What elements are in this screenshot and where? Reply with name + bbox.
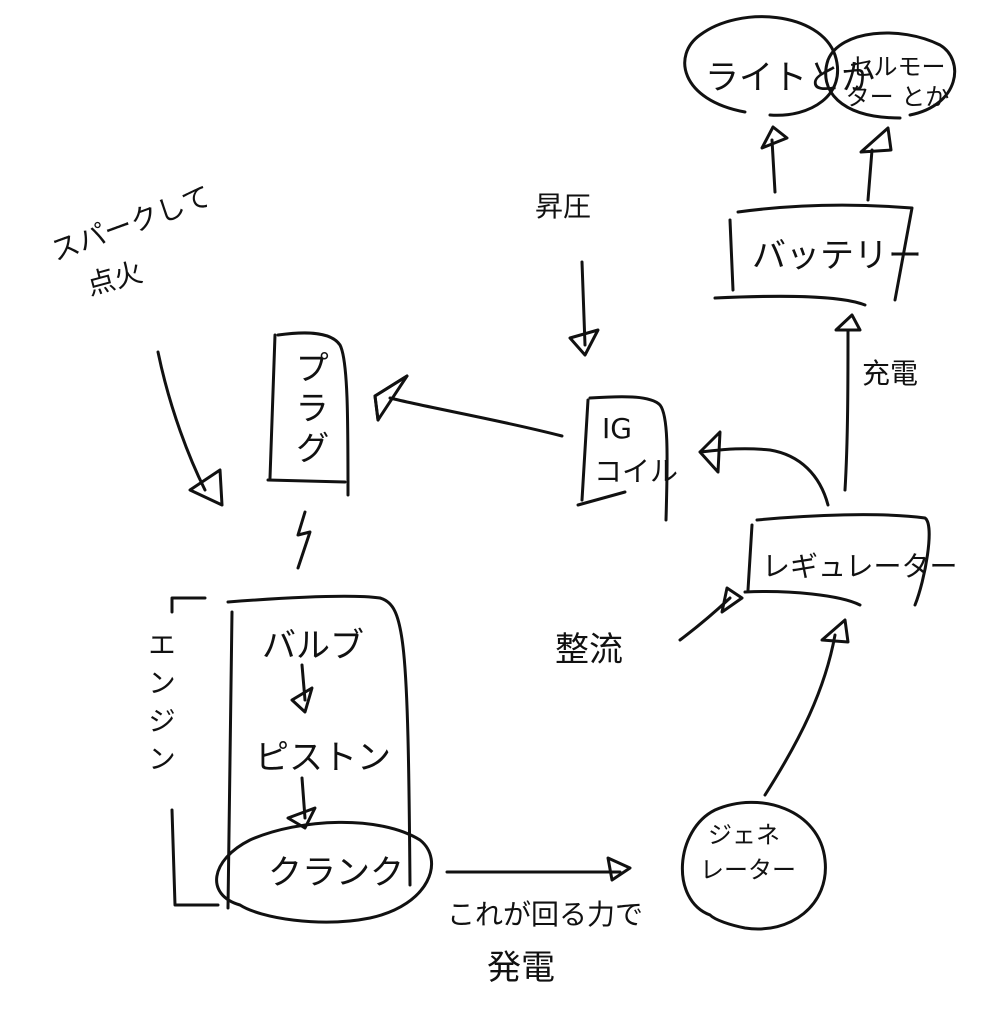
arrow-regulator-to-battery [834,313,862,492]
spark-icon [296,510,312,570]
arrow-piston-to-crank [286,776,317,830]
node-plug: プラグ [289,350,329,470]
arrowhead-plug [373,374,409,422]
starter-motor-ellipse [824,31,957,120]
arrow-valve-to-piston [290,663,314,714]
engine-box [226,594,412,910]
arrow-battery-to-lights [760,125,789,194]
arrow-coil-to-plug [373,374,564,438]
node-starter-motor: セルモーター とか [845,53,950,111]
generator-circle [680,800,827,931]
label-rotation-line2: 発電 [487,948,555,988]
node-valve: バルブ [262,626,364,666]
node-piston: ピストン [255,738,391,778]
label-engine: エンジン [144,630,177,782]
node-lights: ライトとか [705,58,875,98]
arrow-battery-to-starter [859,126,893,202]
arrow-boost-to-coil [568,260,600,357]
arrow-spark-to-engine [156,350,224,507]
node-ig-coil-line2: コイル [594,455,679,488]
battery-box [713,203,914,307]
label-rectify: 整流 [555,630,623,670]
arrow-rectify-to-regulator [678,586,744,642]
crank-ellipse [215,820,433,924]
node-crank: クランク [268,853,404,893]
engine-bracket [170,596,220,907]
arrow-generator-to-regulator [763,618,850,797]
regulator-box [743,513,931,607]
node-generator-line1: ジェネ [708,821,780,849]
node-generator-line2: レーター [700,856,796,884]
ig-coil-box [576,395,669,522]
plug-box [266,331,350,497]
label-boost: 昇圧 [535,190,592,223]
label-rotation-line1: これが回る力で [447,898,644,931]
node-regulator: レギュレーター [762,550,958,583]
arrow-regulator-to-coil [698,430,830,507]
node-ig-coil-line1: IG [602,412,632,445]
lights-ellipse [683,15,839,117]
label-charge: 充電 [862,357,919,390]
node-battery: バッテリー [752,236,922,276]
arrow-crank-to-generator [445,856,632,882]
